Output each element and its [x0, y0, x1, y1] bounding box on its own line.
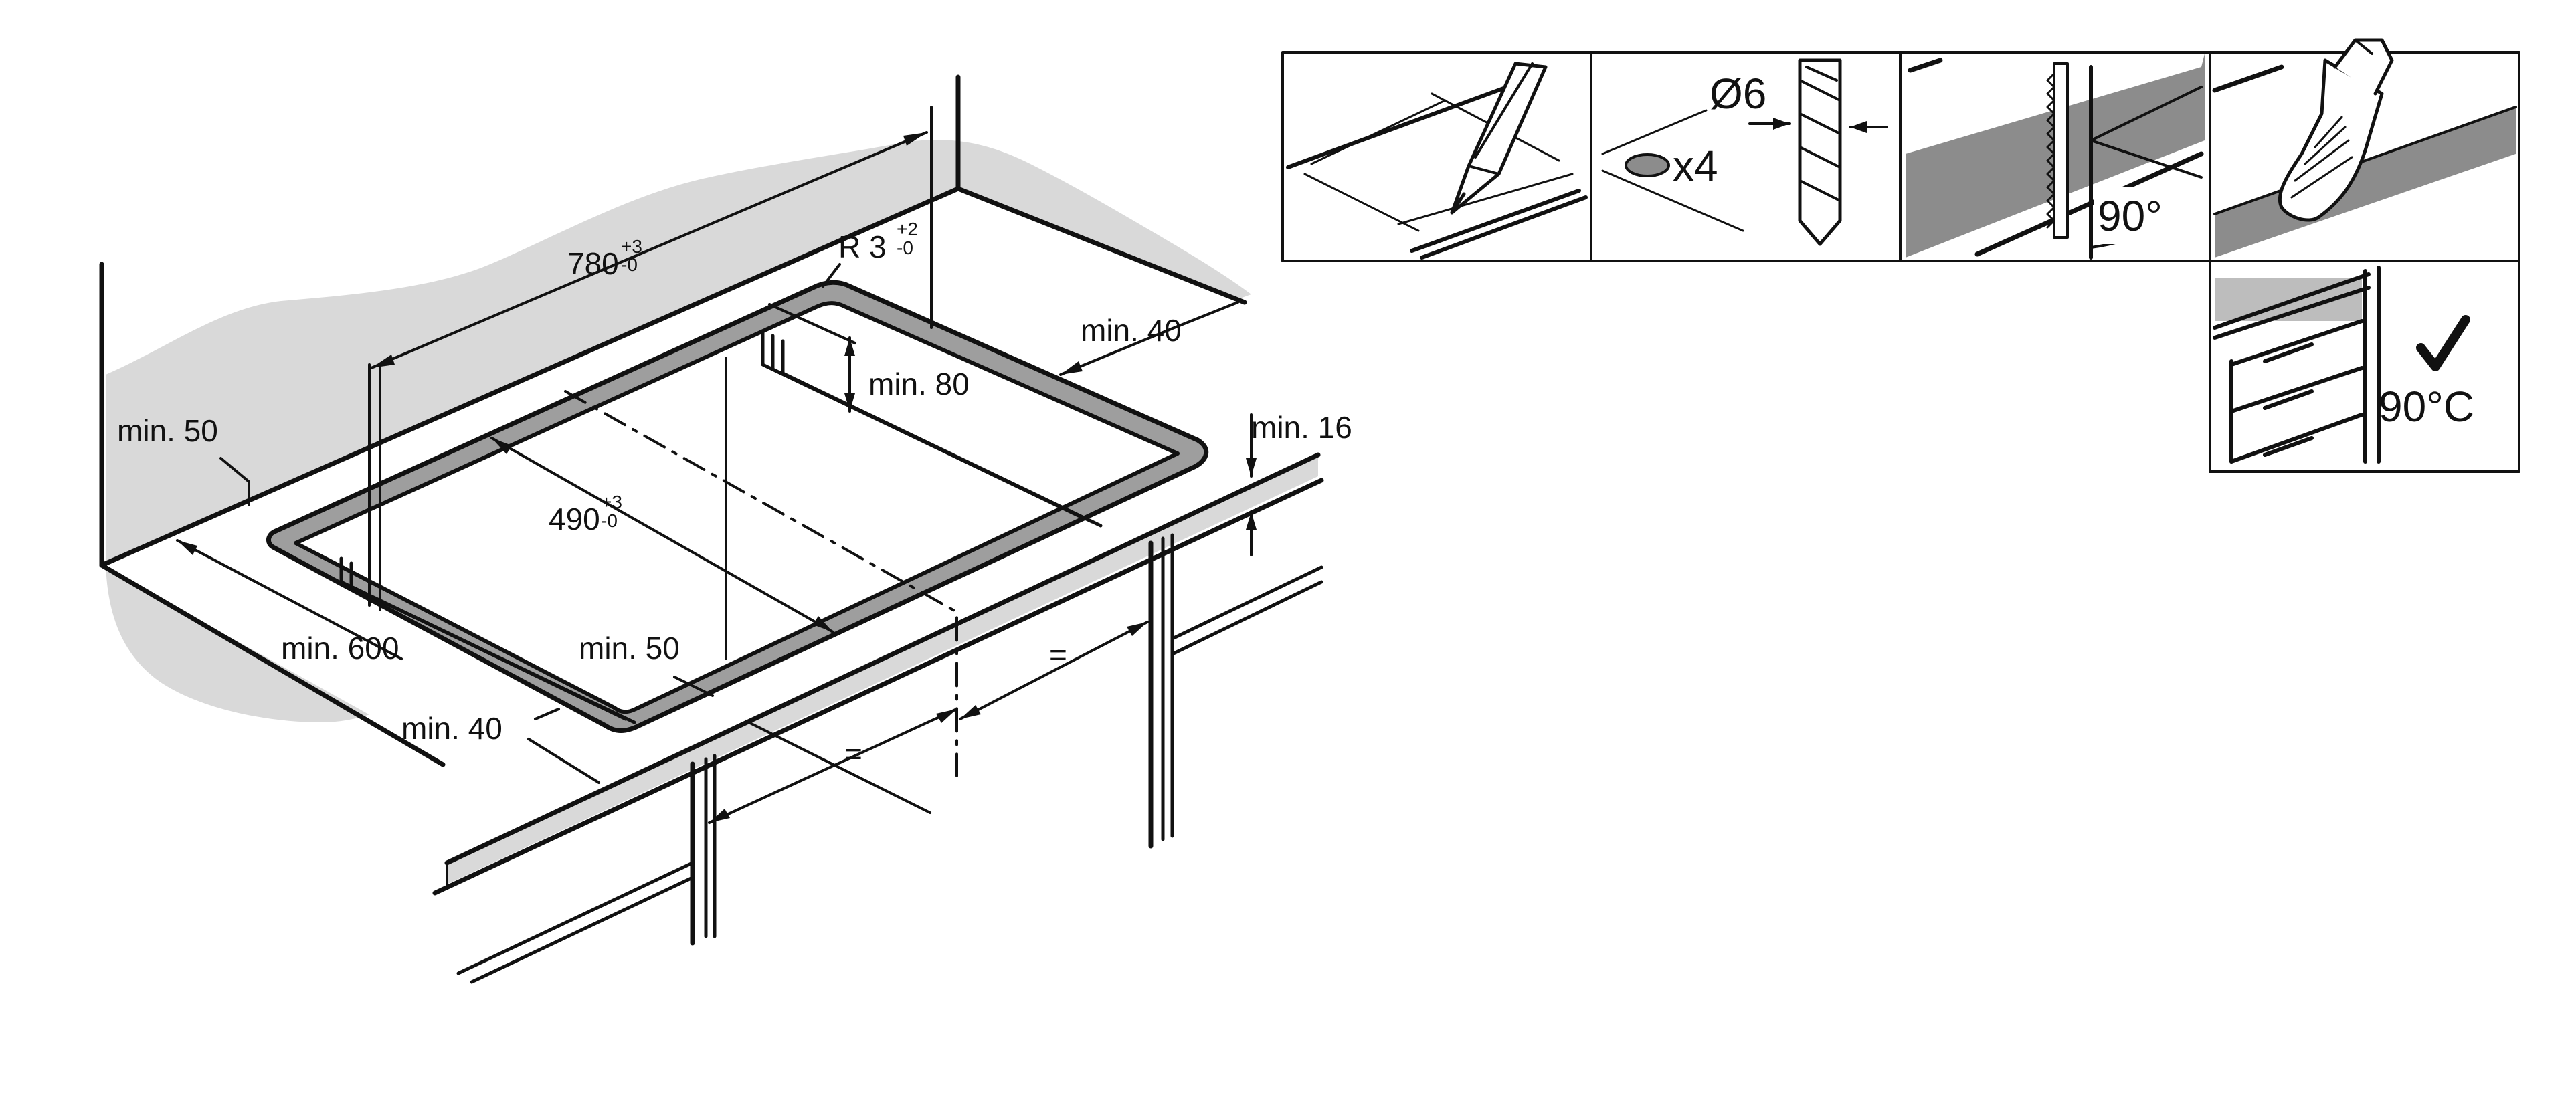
right-wall-base — [955, 186, 1247, 305]
step-heat-panel: 90°C — [2213, 266, 2474, 464]
min40-front-line-a — [534, 708, 560, 720]
min80-ext — [768, 303, 856, 344]
label-490-tol-plus: +3 — [601, 492, 622, 512]
dim-780-line — [370, 131, 928, 369]
eq-left-ext — [745, 720, 931, 814]
eq-left-arrow-b — [936, 709, 957, 723]
min16-arrow-bottom — [1246, 512, 1257, 530]
min80-arrow-top — [844, 338, 855, 356]
worktop-front-top-edge — [444, 452, 1321, 866]
drill-count-label: x4 — [1673, 142, 1718, 190]
cabinet-shelf-left-a — [456, 861, 695, 975]
center-line — [564, 390, 958, 777]
min40-back-leader — [1059, 301, 1239, 376]
label-490: 490 — [549, 502, 600, 536]
drill-bit-icon — [1798, 58, 1842, 246]
saw-blade-icon — [2053, 62, 2069, 239]
step-saw-panel: 90° — [1906, 54, 2205, 260]
cutout-left-wall-2 — [349, 561, 636, 724]
pencil-icon — [1450, 62, 1548, 215]
label-min50-front: min. 50 — [579, 631, 680, 666]
cabinet-shelf-left-b — [470, 876, 695, 984]
checkmark-icon — [2416, 315, 2470, 371]
worktop-left-edge — [99, 563, 446, 767]
min40-front-line-b — [527, 738, 600, 784]
eq-right-arrow-a — [960, 705, 981, 719]
label-780: 780 — [567, 246, 619, 281]
temp-label: 90°C — [2379, 383, 2474, 431]
drill-hole-icon — [1625, 153, 1670, 177]
label-equal-left: = — [844, 736, 862, 771]
main-perspective-drawing — [99, 74, 1324, 984]
label-min40-front: min. 40 — [401, 711, 502, 746]
dim-490-line — [490, 437, 834, 633]
worktop-front-strip — [447, 455, 1318, 884]
min40-back-arrow — [1061, 361, 1083, 375]
radius-leader — [822, 263, 841, 288]
label-min80: min. 80 — [868, 367, 970, 401]
min50-front-line — [673, 676, 714, 697]
label-min600: min. 600 — [281, 631, 399, 666]
label-min40-back: min. 40 — [1081, 313, 1182, 348]
min600-line — [176, 539, 403, 660]
label-equal-right: = — [1049, 637, 1067, 672]
label-radius-tol-minus: -0 — [897, 237, 913, 258]
step-mark-panel — [1286, 62, 1588, 260]
cabinet-shelf-right-b — [1170, 580, 1323, 656]
label-min50-left: min. 50 — [117, 413, 218, 448]
step-seal-panel — [2212, 38, 2517, 258]
wall-base-line — [99, 186, 961, 568]
dim-490-arrow-a — [492, 438, 512, 454]
min16-arrow-top — [1246, 458, 1257, 476]
min600-arrow — [177, 540, 197, 555]
dimension-labels: 780 +3 -0 R 3 +2 -0 min. 40 min. 80 min.… — [117, 219, 1352, 771]
eq-left-line — [708, 708, 958, 824]
label-radius-tol-plus: +2 — [897, 219, 918, 239]
label-min16: min. 16 — [1251, 410, 1352, 445]
label-780-tol-plus: +3 — [621, 236, 642, 257]
cutout-back-wall-c — [781, 339, 1103, 528]
step-panels: Ø6 x4 90° — [1281, 38, 2520, 473]
min80-arrow-bottom — [844, 393, 855, 411]
label-780-tol-minus: -0 — [621, 254, 638, 275]
step-drill-panel: Ø6 x4 — [1601, 58, 1888, 246]
saw-angle-label: 90° — [2098, 192, 2163, 240]
min50-left-line — [219, 457, 250, 506]
dim-780-arrow-right — [903, 132, 927, 146]
eq-left-arrow-a — [709, 809, 730, 823]
drill-size-label: Ø6 — [1710, 70, 1766, 118]
cabinet-shelf-right-a — [1170, 565, 1323, 641]
label-490-tol-minus: -0 — [601, 510, 618, 531]
eq-right-line — [959, 621, 1149, 720]
dim-490-arrow-b — [813, 616, 833, 632]
eq-right-arrow-b — [1127, 622, 1147, 636]
cutout-inner — [294, 301, 1180, 714]
dim-780-arrow-left — [371, 355, 395, 368]
step5-frame — [2209, 260, 2520, 473]
label-radius: R 3 — [838, 229, 887, 264]
